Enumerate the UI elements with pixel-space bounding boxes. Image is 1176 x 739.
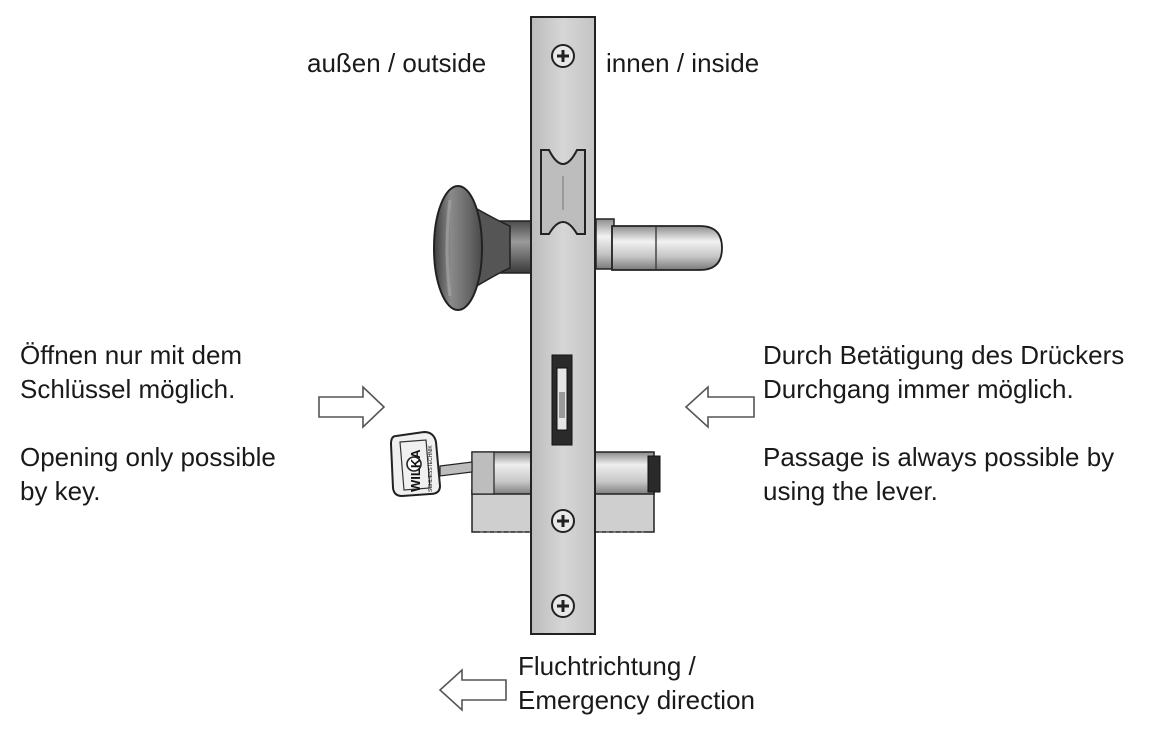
escape-direction-label: Fluchtrichtung / Emergency direction [518, 649, 755, 717]
left-note-en-line2: by key. [20, 476, 101, 506]
right-note-de-line1: Durch Betätigung des Drückers [763, 340, 1125, 370]
key-brand-subtext: SCHLIESSTECHNIK [428, 445, 434, 492]
left-note-en-line1: Opening only possible [20, 442, 276, 472]
escape-line1: Fluchtrichtung / [518, 651, 696, 681]
right-note-en-line2: using the lever. [763, 476, 938, 506]
outside-knob [433, 185, 543, 311]
key: WILKA SCHLIESSTECHNIK [389, 430, 473, 498]
inside-lever [595, 218, 723, 271]
outside-label: außen / outside [307, 48, 487, 78]
screw-top [551, 44, 575, 68]
screw-bottom [551, 594, 575, 618]
left-note-de-line2: Schlüssel möglich. [20, 374, 236, 404]
right-note: Durch Betätigung des Drückers Durchgang … [763, 338, 1156, 508]
inside-label: innen / inside [606, 48, 760, 78]
left-note: Öffnen nur mit dem Schlüssel möglich. Op… [20, 338, 313, 508]
arrow-left-icon [684, 385, 755, 429]
faceplate [530, 16, 596, 635]
escape-line2: Emergency direction [518, 685, 755, 715]
key-brand-text: WILKA [408, 449, 423, 492]
arrow-right-icon [318, 385, 386, 429]
right-note-en-line1: Passage is always possible by [763, 442, 1115, 472]
escape-arrow-left-icon [438, 668, 507, 712]
left-note-de-line1: Öffnen nur mit dem [20, 340, 243, 370]
screw-middle [551, 509, 575, 533]
right-note-de-line2: Durchgang immer möglich. [763, 374, 1074, 404]
